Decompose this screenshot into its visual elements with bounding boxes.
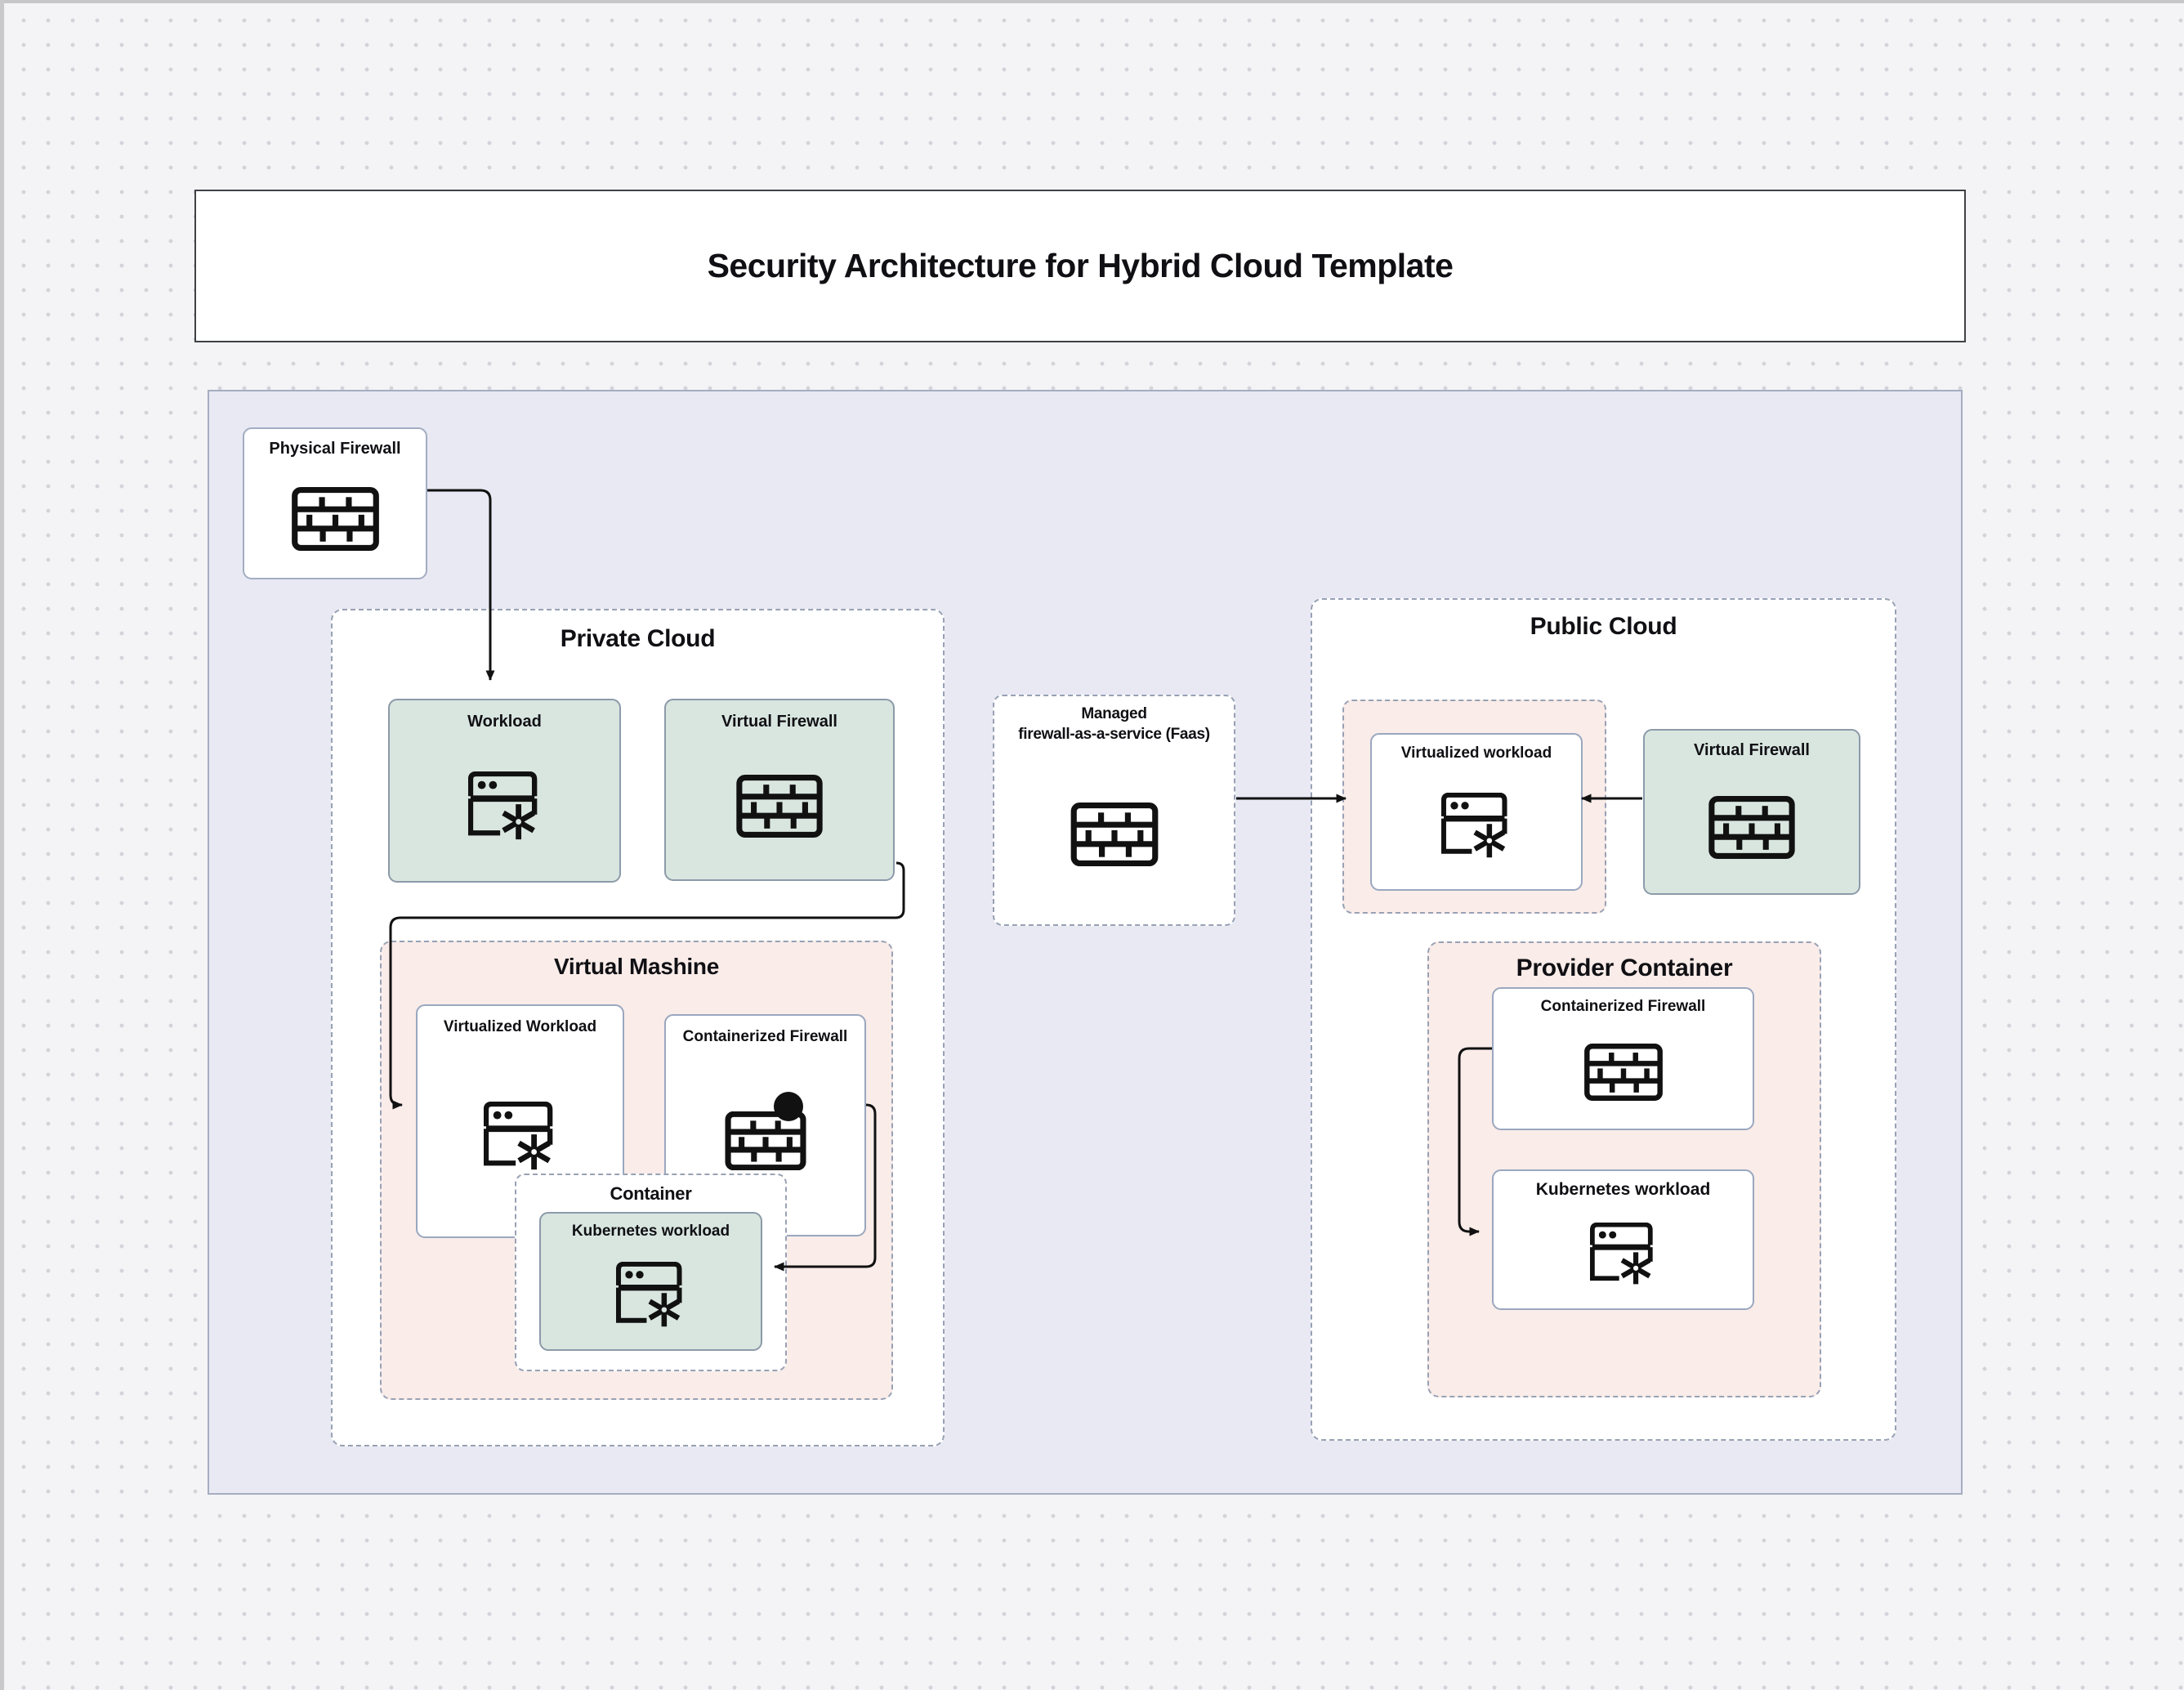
node-kubernetes-workload-private[interactable]: Kubernetes workload bbox=[539, 1212, 762, 1351]
canvas-edge-left bbox=[0, 0, 4, 1690]
node-virtualized-workload-public[interactable]: Virtualized workload bbox=[1370, 733, 1583, 891]
node-label-line1: Managed bbox=[1081, 705, 1147, 722]
diagram-title: Security Architecture for Hybrid Cloud T… bbox=[707, 247, 1454, 284]
workload-icon bbox=[1441, 792, 1512, 860]
firewall-dot-icon bbox=[725, 1091, 806, 1170]
workload-icon bbox=[1588, 1223, 1659, 1286]
node-label: Virtualized Workload bbox=[443, 1018, 597, 1035]
canvas-edge-top bbox=[0, 0, 2184, 3]
firewall-icon bbox=[1070, 803, 1159, 867]
node-label: Virtualized workload bbox=[1400, 744, 1552, 762]
node-label: Workload bbox=[467, 713, 542, 731]
firewall-icon bbox=[735, 774, 824, 838]
alert-dot bbox=[773, 1091, 803, 1121]
diagram-title-box[interactable]: Security Architecture for Hybrid Cloud T… bbox=[194, 190, 1966, 342]
group-title-container: Container bbox=[610, 1183, 692, 1204]
workload-icon bbox=[467, 771, 542, 842]
node-label: Containerized Firewall bbox=[1540, 998, 1706, 1015]
firewall-icon bbox=[1708, 795, 1796, 859]
node-virtual-firewall-private[interactable]: Virtual Firewall bbox=[664, 699, 895, 881]
firewall-icon bbox=[1581, 1044, 1666, 1102]
node-workload[interactable]: Workload bbox=[388, 699, 621, 883]
node-label: Virtual Firewall bbox=[1694, 741, 1810, 759]
node-physical-firewall[interactable]: Physical Firewall bbox=[243, 427, 427, 579]
node-label: Virtual Firewall bbox=[721, 713, 837, 731]
group-title-private-cloud: Private Cloud bbox=[560, 625, 716, 652]
node-kubernetes-workload-public[interactable]: Kubernetes workload bbox=[1492, 1169, 1754, 1310]
node-label-line2: firewall-as-a-service (Faas) bbox=[1018, 725, 1210, 743]
node-virtual-firewall-public[interactable]: Virtual Firewall bbox=[1643, 729, 1860, 895]
node-label: Physical Firewall bbox=[269, 440, 401, 458]
node-containerized-firewall-public[interactable]: Containerized Firewall bbox=[1492, 987, 1754, 1130]
node-label: Kubernetes workload bbox=[1535, 1180, 1711, 1199]
group-title-provider-container: Provider Container bbox=[1516, 955, 1733, 981]
node-label: Kubernetes workload bbox=[571, 1223, 730, 1240]
workload-icon bbox=[483, 1101, 557, 1172]
group-title-virtual-machine: Virtual Mashine bbox=[554, 954, 719, 979]
group-title-public-cloud: Public Cloud bbox=[1530, 613, 1677, 640]
node-managed-faas[interactable]: Managed firewall-as-a-service (Faas) bbox=[993, 695, 1235, 926]
firewall-icon bbox=[291, 486, 379, 551]
node-label: Containerized Firewall bbox=[682, 1028, 848, 1045]
workload-icon bbox=[615, 1261, 686, 1329]
